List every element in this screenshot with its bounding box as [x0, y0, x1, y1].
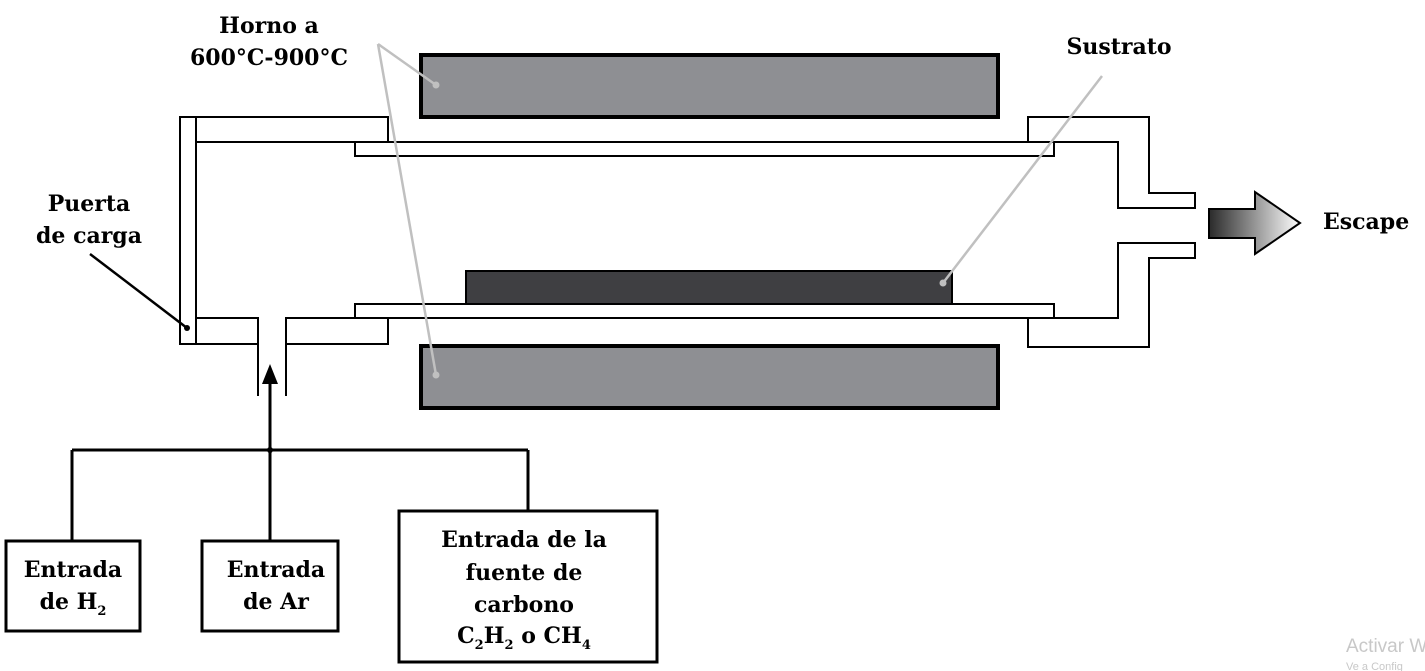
furnace-label-line2: 600°C-900°C: [190, 45, 348, 71]
furnace-leader-dot-top: [432, 81, 440, 89]
manifold-junction: [267, 447, 273, 453]
furnace-leader-bottom: [376, 43, 438, 376]
h2-box-line1: Entrada: [24, 557, 122, 583]
ar-inlet-box: [200, 539, 340, 633]
ar-box-line2: de Ar: [243, 589, 309, 615]
exhaust-arrow: [1208, 190, 1302, 256]
furnace-leader-dot-bottom: [432, 371, 440, 379]
right-endcap-bottom: [1027, 242, 1196, 348]
activation-watermark-line1: Activar W: [1346, 636, 1425, 657]
activation-watermark-line2: Ve a Config: [1346, 661, 1403, 671]
substrate-leader-dot: [939, 279, 947, 287]
carbon-box-line4: C2H2 o CH4: [457, 623, 591, 653]
left-endcap-bottom: [195, 317, 389, 345]
door-label-line1: Puerta: [48, 191, 131, 217]
inlet-arrow-head: [262, 364, 278, 384]
carbon-box-line1: Entrada de la: [441, 527, 607, 553]
door-leader: [89, 253, 188, 329]
ar-box-line1: Entrada: [227, 557, 325, 583]
substrate-label: Sustrato: [1066, 34, 1171, 60]
carbon-box-line3: carbono: [474, 592, 574, 618]
left-endcap-top: [195, 116, 389, 143]
furnace-bottom-block: [419, 344, 1000, 410]
tube-top-wall: [354, 141, 1055, 157]
furnace-top-block: [419, 53, 1000, 119]
h2-box-line2: de H2: [40, 589, 107, 619]
carbon-inlet-box: [397, 509, 659, 664]
furnace-leader-top: [377, 42, 437, 87]
door-leader-dot: [184, 325, 190, 331]
right-endcap-top: [1027, 116, 1196, 209]
h2-inlet-box: [4, 539, 142, 633]
carbon-box-line2: fuente de: [466, 560, 583, 586]
loading-door: [179, 116, 197, 345]
furnace-label-line1: Horno a: [219, 13, 319, 39]
door-label-line2: de carga: [36, 223, 142, 249]
substrate-leader: [942, 75, 1103, 284]
tube-bottom-wall: [354, 303, 1055, 319]
exhaust-label: Escape: [1323, 209, 1409, 235]
substrate: [465, 270, 953, 305]
